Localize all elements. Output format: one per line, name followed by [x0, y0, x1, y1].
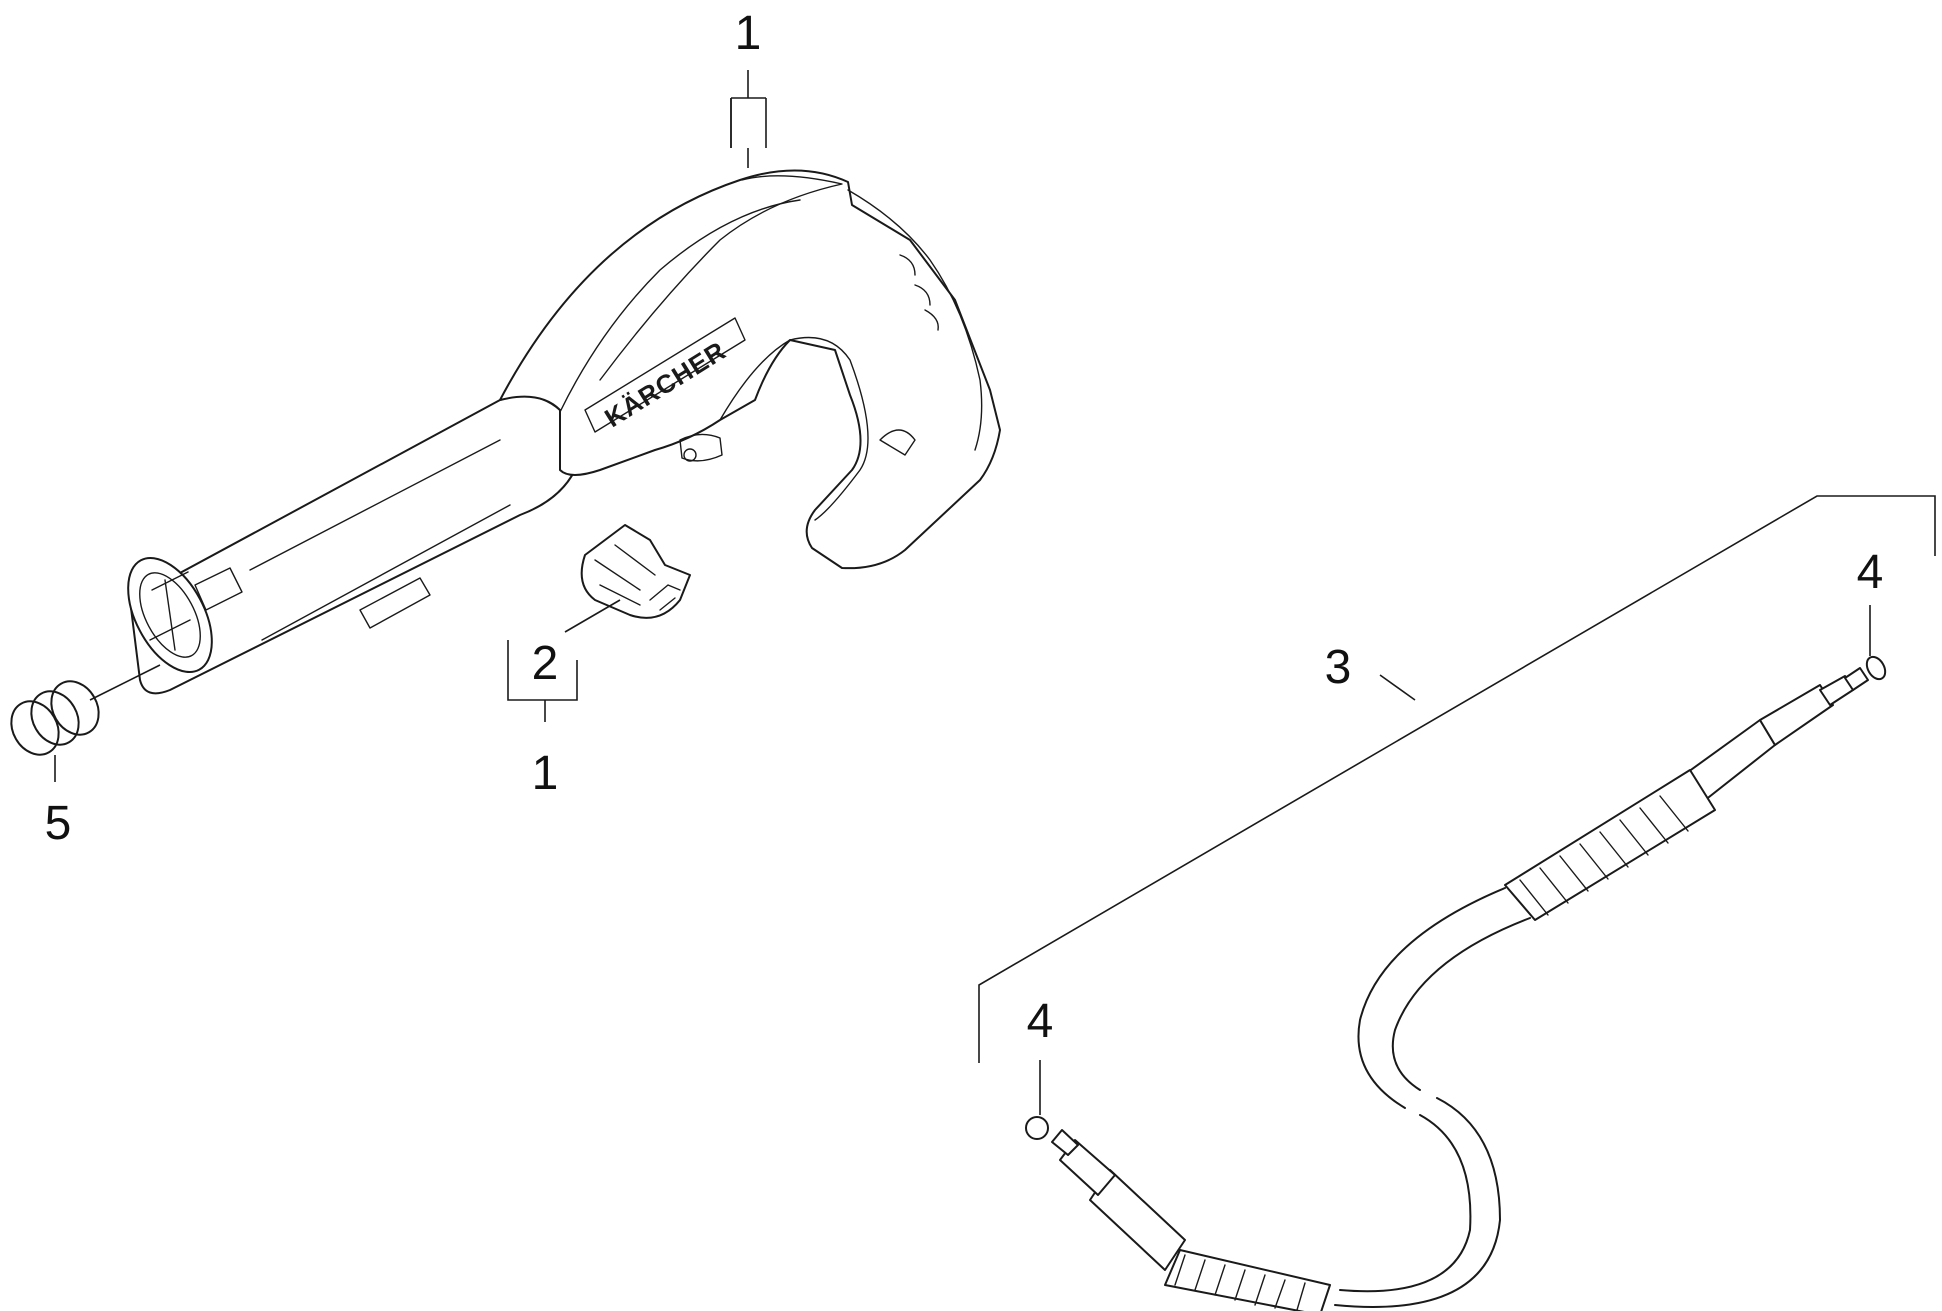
o-ring-right: [1865, 655, 1887, 681]
spring: [10, 680, 100, 756]
leader-lines: [54, 70, 1936, 1115]
callout-hose: 3: [1324, 641, 1352, 694]
spray-gun: KÄRCHER: [127, 169, 1001, 695]
trigger-clip: [580, 524, 691, 619]
callout-spring: 5: [44, 797, 72, 850]
callout-o-ring-left: 4: [1026, 995, 1054, 1048]
callout-gun-bottom: 1: [531, 747, 559, 800]
callout-clip: 2: [531, 637, 559, 690]
callout-o-ring-right: 4: [1856, 546, 1884, 599]
high-pressure-hose: [1051, 667, 1869, 1311]
callout-gun-top: 1: [734, 7, 762, 60]
o-ring-left: [1025, 1116, 1049, 1140]
